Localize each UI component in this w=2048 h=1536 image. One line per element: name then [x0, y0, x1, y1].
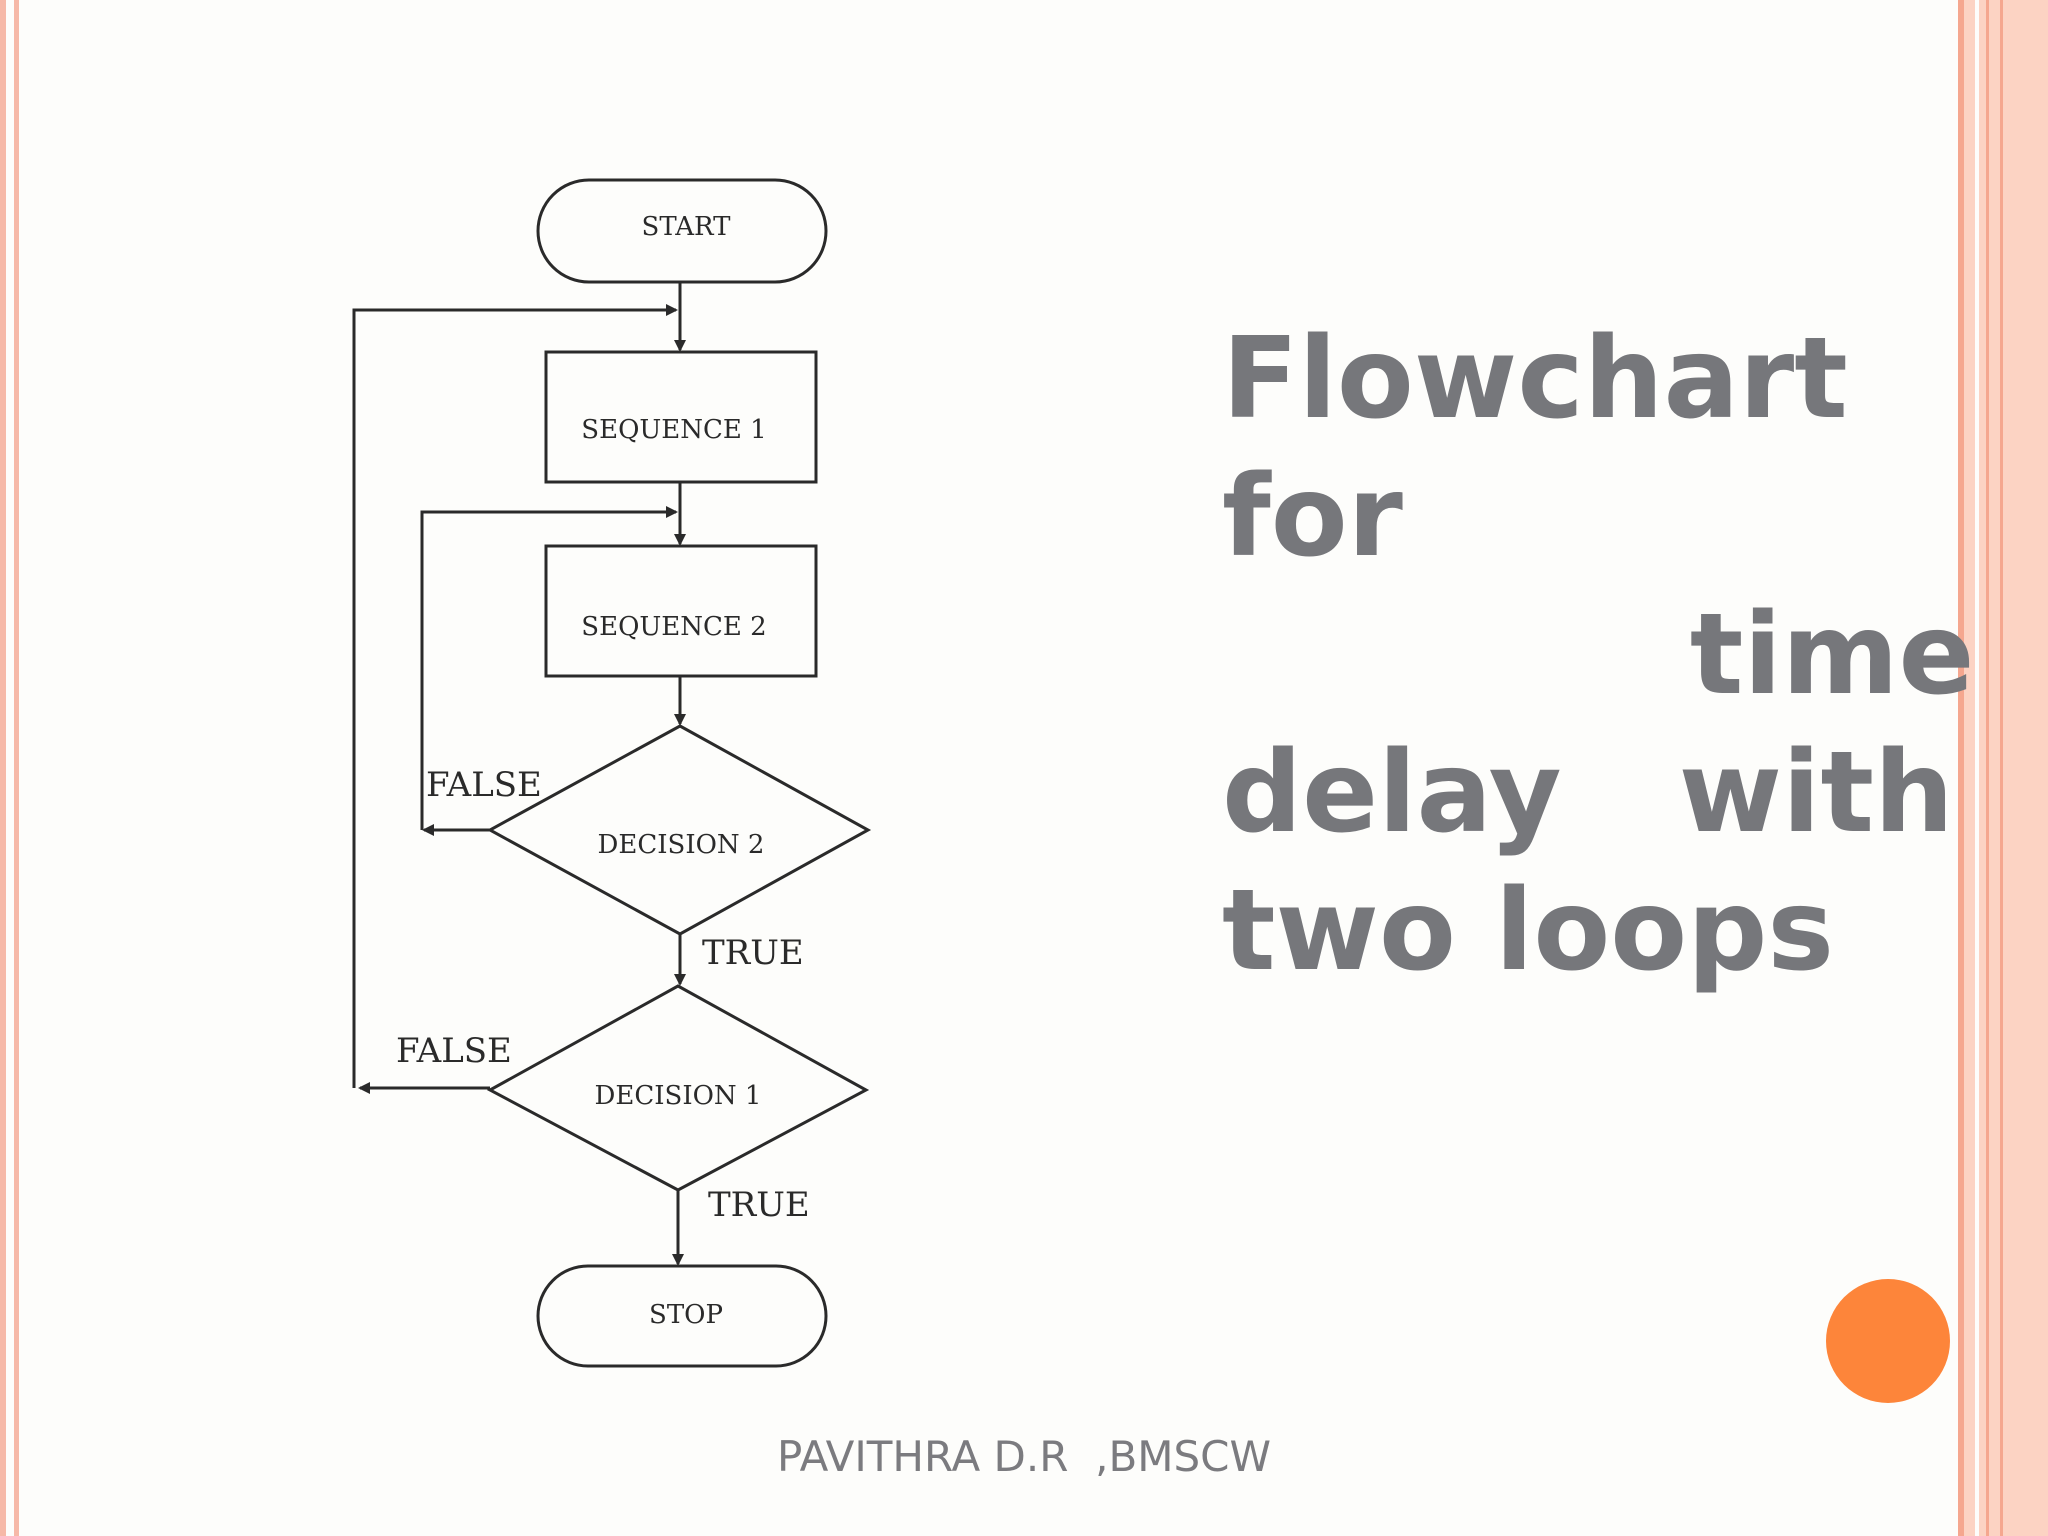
left-border [0, 0, 6, 1536]
edge-dec1-false-loop [352, 304, 678, 1088]
title-line: for [1222, 452, 1403, 582]
stop-label: STOP [649, 1300, 723, 1330]
dec1-false-label: FALSE [396, 1031, 512, 1071]
accent-dot [1826, 1279, 1950, 1403]
title-line: two loops [1222, 866, 1835, 996]
start-label: START [642, 212, 732, 242]
right-border-line [2000, 0, 2003, 1536]
title-line: Flowchart [1222, 314, 1848, 444]
footer-author: PAVITHRA D.R ,BMSCW [776, 1432, 1272, 1481]
right-border-line [1986, 0, 1989, 1536]
dec1-true-label: TRUE [708, 1185, 810, 1225]
right-border-gap [1975, 0, 1979, 1536]
right-border [1958, 0, 2048, 1536]
title-line: delay with [1222, 728, 1954, 858]
title-line: time [1222, 590, 1975, 720]
sequence-1-box [544, 350, 818, 484]
decision-1-label: DECISION 1 [595, 1081, 762, 1111]
dec2-true-label: TRUE [702, 933, 804, 973]
start-terminal [536, 178, 828, 284]
dec2-false-label: FALSE [426, 765, 542, 805]
slide-title: Flowchart for time delay with two loops [1222, 310, 1975, 1000]
sequence-2-label: SEQUENCE 2 [581, 612, 766, 642]
decision-2-label: DECISION 2 [598, 830, 765, 860]
sequence-2-box [544, 544, 818, 678]
edge-dec2-false-loop [420, 506, 678, 830]
stop-terminal [536, 1264, 828, 1368]
sequence-1-label: SEQUENCE 1 [581, 415, 766, 445]
right-border-line [1958, 0, 1964, 1536]
left-border-inner [14, 0, 19, 1536]
